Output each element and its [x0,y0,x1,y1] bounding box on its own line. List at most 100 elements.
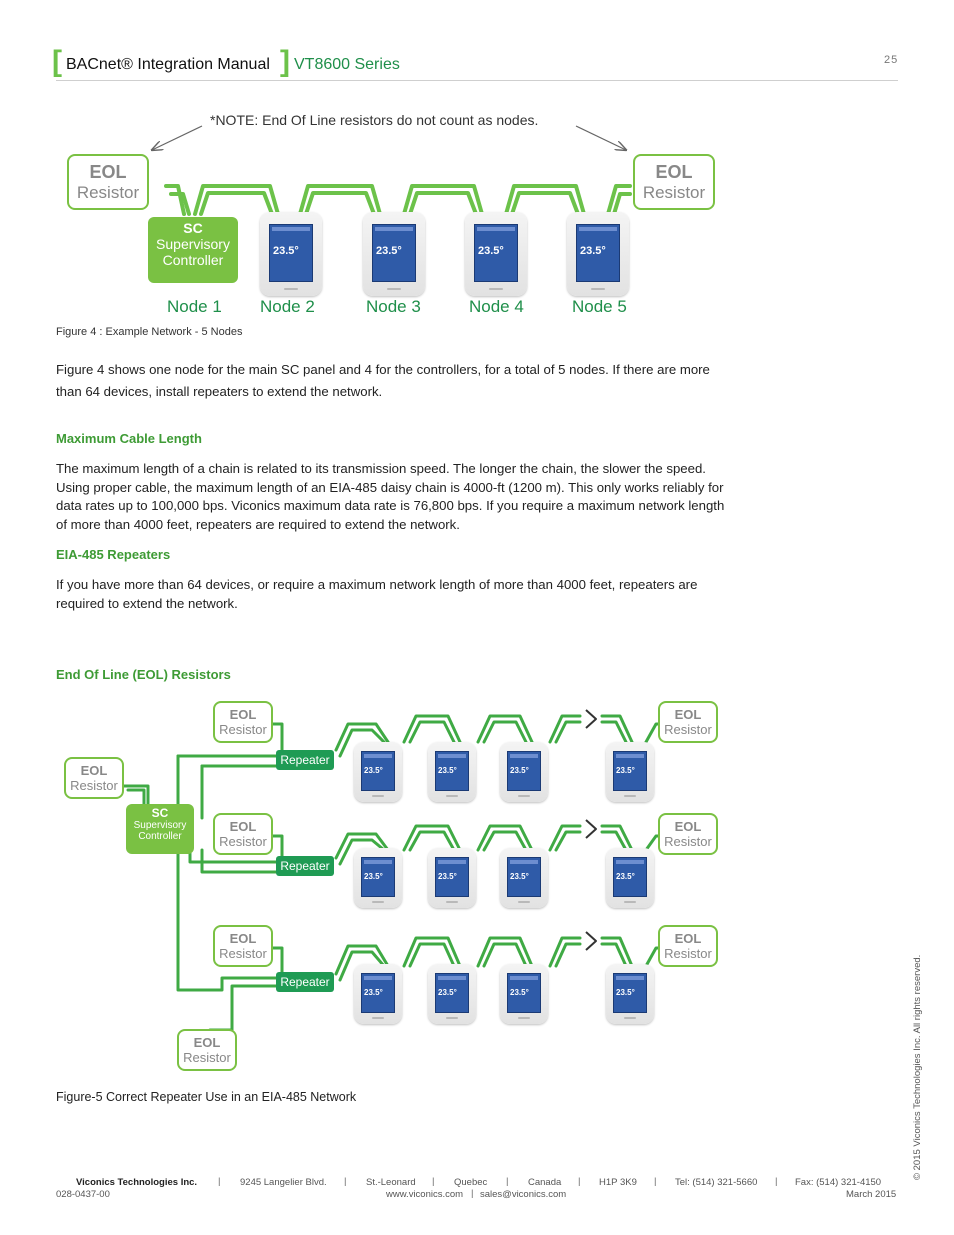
thermostat-r2-2: 23.5° [428,848,476,908]
eol-subtitle: Resistor [219,834,267,849]
continuation-chevron-icon [585,931,597,951]
thermostat-r3-2: 23.5° [428,964,476,1024]
thermostat-temp: 23.5° [438,872,457,881]
supervisory-controller-fig5: SC Supervisory Controller [126,804,194,854]
note-arrow-left [152,125,203,150]
sc-line1: Supervisory [156,236,230,252]
thermostat-screen: 23.5° [474,224,518,282]
thermostat-screen: 23.5° [269,224,313,282]
footer-sep: | [218,1176,221,1187]
footer-sep: | [654,1176,657,1187]
manual-title: BACnet® Integration Manual [66,56,270,73]
thermostat-r3-3: 23.5° [500,964,548,1024]
thermostat-screen: 23.5° [372,224,416,282]
footer-city: St.-Leonard [366,1177,416,1188]
eol-title: EOL [229,931,257,946]
thermostat-screen: 23.5° [576,224,620,282]
eol-resistor-row1-start: EOL Resistor [213,701,273,743]
footer-tel: Tel: (514) 321-5660 [675,1177,758,1188]
eol-resistor-sc: EOL Resistor [64,757,124,799]
thermostat-r1-2: 23.5° [428,742,476,802]
eol-note: *NOTE: End Of Line resistors do not coun… [210,112,539,128]
eol-title: EOL [674,931,702,946]
eol-title: EOL [89,162,127,182]
thermostat-r2-1: 23.5° [354,848,402,908]
node-label-3: Node 3 [366,297,421,316]
thermostat-temp: 23.5° [616,988,635,997]
thermostat-temp: 23.5° [616,766,635,775]
thermostat-r1-1: 23.5° [354,742,402,802]
eol-subtitle: Resistor [219,946,267,961]
thermostat-temp: 23.5° [510,766,529,775]
thermostat-temp: 23.5° [438,766,457,775]
eol-title: EOL [229,819,257,834]
sc-line1: Supervisory [133,820,187,831]
eol-resistor-left: EOL Resistor [67,154,149,210]
footer-company: Viconics Technologies Inc. [76,1177,198,1188]
intro-paragraph: Figure 4 shows one node for the main SC … [56,362,710,399]
thermostat-r1-4: 23.5° [606,742,654,802]
node-label-5: Node 5 [572,297,627,316]
footer-doc-number: 028-0437-00 [56,1189,110,1200]
continuation-chevron-icon [585,709,597,729]
eol-resistor-row1-end: EOL Resistor [658,701,718,743]
eol-subtitle: Resistor [664,946,712,961]
thermostat-temp: 23.5° [364,872,383,881]
repeater-row1: Repeater [276,750,334,770]
node-label-4: Node 4 [469,297,524,316]
eol-resistor-row2-end: EOL Resistor [658,813,718,855]
thermostat-r3-1: 23.5° [354,964,402,1024]
figure5-caption: Figure-5 Correct Repeater Use in an EIA-… [56,1090,357,1104]
repeater-row2: Repeater [276,856,334,876]
eol-title: EOL [655,162,693,182]
eol-subtitle: Resistor [664,834,712,849]
thermostat-temp: 23.5° [438,988,457,997]
note-arrow-right [575,125,626,150]
thermostat-temp: 23.5° [273,245,299,257]
footer-sep: | [471,1188,474,1199]
thermostat-node-3: 23.5° [363,212,425,296]
sc-title: SC [151,806,169,820]
thermostat-temp: 23.5° [364,766,383,775]
eol-resistor-row2-start: EOL Resistor [213,813,273,855]
figure4-wiring [0,125,632,216]
eol-subtitle: Resistor [642,183,706,202]
thermostat-temp: 23.5° [510,988,529,997]
thermostat-r2-4: 23.5° [606,848,654,908]
node-label-1: Node 1 [167,297,222,316]
eol-title: EOL [229,707,257,722]
eol-title: EOL [674,819,702,834]
node-label-2: Node 2 [260,297,315,316]
eol-subtitle: Resistor [70,778,118,793]
eol-resistor-row3-start: EOL Resistor [213,925,273,967]
copyright-notice: © 2015 Viconics Technologies Inc. All ri… [912,954,923,1180]
heading-eol-resistors: End Of Line (EOL) Resistors [56,667,231,682]
bracket-open-icon: [ [52,45,62,78]
eol-subtitle: Resistor [76,183,140,202]
repeater-row3: Repeater [276,972,334,992]
thermostat-node-2: 23.5° [260,212,322,296]
footer-sep: | [506,1176,509,1187]
sc-line2: Controller [162,252,224,268]
heading-eia485-repeaters: EIA-485 Repeaters [56,547,171,562]
bracket-close-icon: ] [280,45,290,78]
thermostat-temp: 23.5° [364,988,383,997]
thermostat-node-4: 23.5° [465,212,527,296]
eol-subtitle: Resistor [664,722,712,737]
thermostat-r3-4: 23.5° [606,964,654,1024]
heading-max-cable-length: Maximum Cable Length [56,431,202,446]
figure5-wiring [122,709,662,1032]
thermostat-temp: 23.5° [510,872,529,881]
footer-province: Quebec [454,1177,488,1188]
footer-fax: Fax: (514) 321-4150 [795,1177,882,1188]
thermostat-temp: 23.5° [616,872,635,881]
continuation-chevron-icon [585,819,597,839]
eol-title: EOL [80,763,108,778]
footer-date: March 2015 [846,1189,897,1200]
eol-resistor-row3-end: EOL Resistor [658,925,718,967]
thermostat-temp: 23.5° [478,245,504,257]
footer-country: Canada [528,1177,562,1188]
footer-email: sales@viconics.com [480,1189,567,1200]
thermostat-node-5: 23.5° [567,212,629,296]
page-number: 25 [884,54,899,66]
